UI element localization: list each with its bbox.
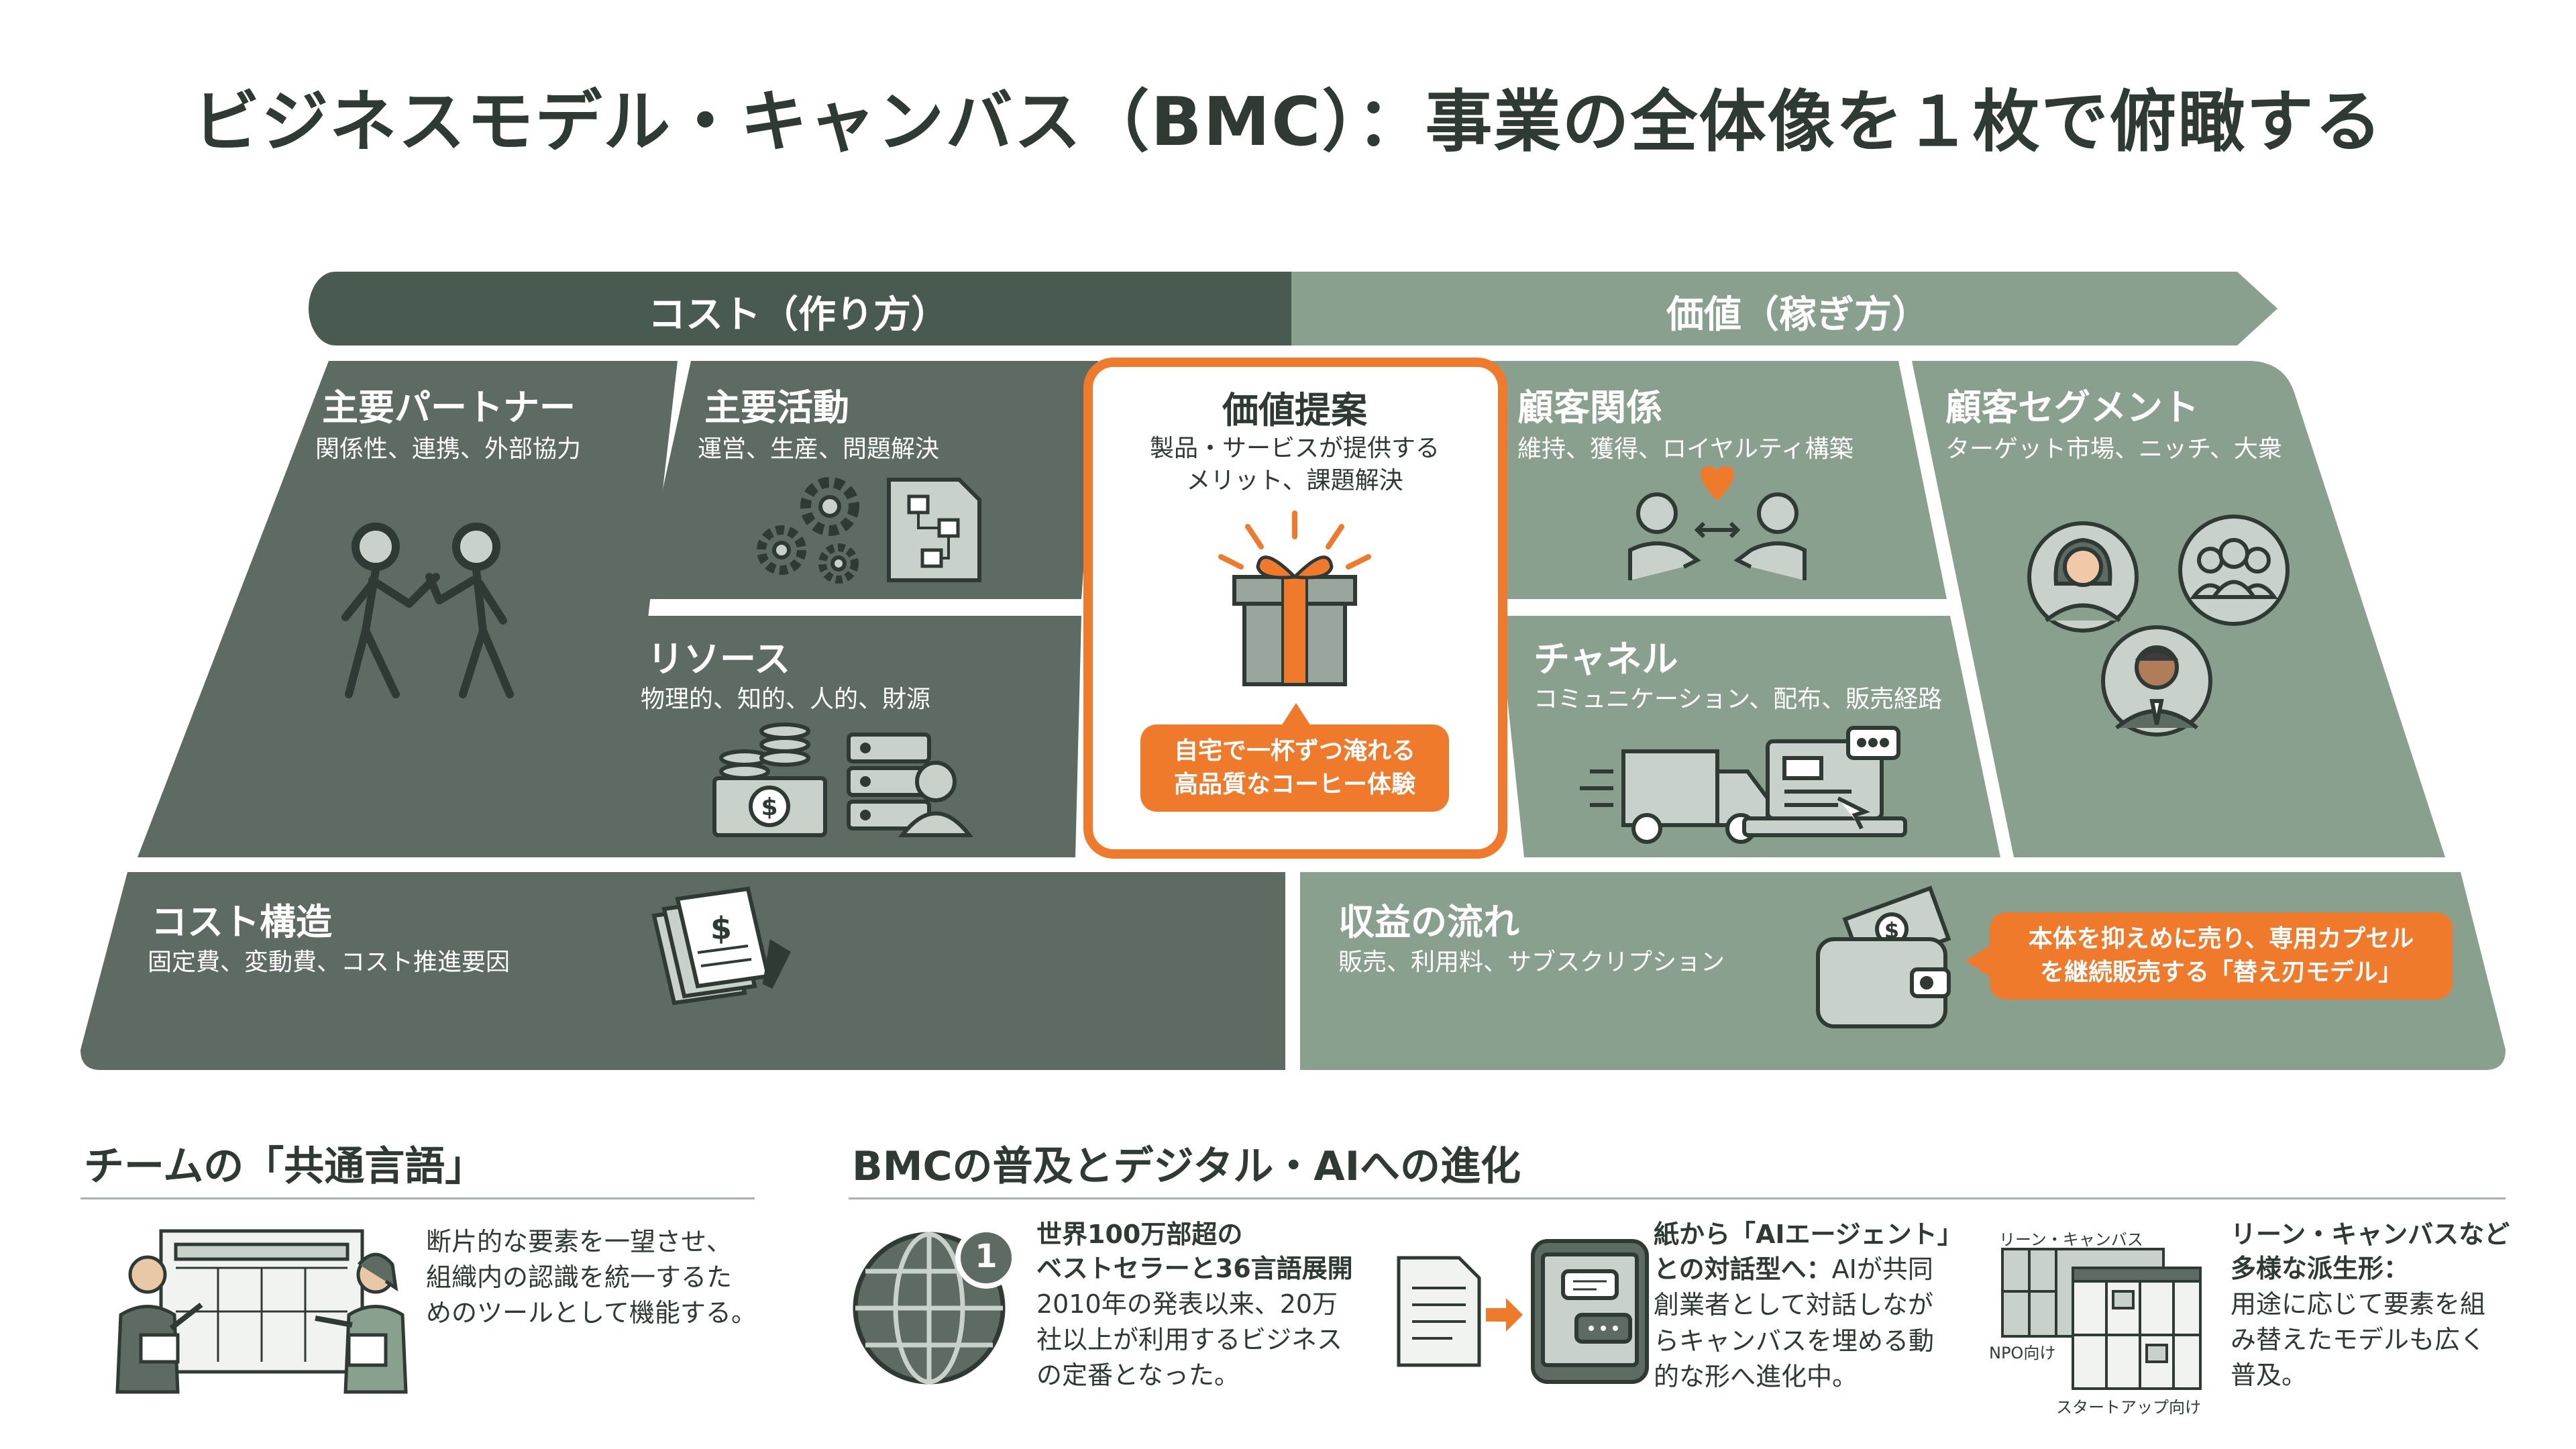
revenue-streams-title: 収益の流れ bbox=[1338, 901, 1519, 943]
paper-document-icon bbox=[1397, 1256, 1481, 1367]
wallet-icon: $ bbox=[1816, 885, 1951, 1028]
heart-people-icon bbox=[1628, 466, 1807, 580]
evolution-item-1-line-2: 社以上が利用するビジネス bbox=[1036, 1324, 1343, 1354]
team-section-title: チームの「共通言語」 bbox=[84, 1143, 486, 1190]
evolution-item-2-bold-1: 紙から「AIエージェント」 bbox=[1654, 1220, 1963, 1249]
tablet-chat-icon bbox=[1531, 1239, 1649, 1384]
revenue-streams-callout-line-1: 本体を抑えめに売り、専用カプセル bbox=[2028, 924, 2414, 953]
evolution-item-3-line-3: 普及。 bbox=[2231, 1360, 2308, 1390]
evolution-item-3-bold-1: リーン・キャンバスなど bbox=[2231, 1220, 2510, 1249]
value-proposition-callout: 自宅で一杯ずつ淹れる 高品質なコーヒー体験 bbox=[1140, 724, 1449, 812]
svg-text:$: $ bbox=[761, 794, 777, 821]
server-user-icon bbox=[847, 733, 974, 837]
key-resources-subtitle: 物理的、知的、人的、財源 bbox=[641, 686, 931, 713]
process-document-icon bbox=[887, 478, 981, 582]
evolution-item-1-line-3: の定番となった。 bbox=[1036, 1360, 1240, 1390]
key-resources-block[interactable] bbox=[584, 616, 1081, 857]
partnership-icon bbox=[341, 523, 514, 698]
evolution-section-title: BMCの普及とデジタル・AIへの進化 bbox=[852, 1143, 1521, 1190]
customer-segments-subtitle: ターゲット市場、ニッチ、大衆 bbox=[1945, 435, 2282, 463]
channels-title: チャネル bbox=[1534, 638, 1678, 680]
customer-segments-title: 顧客セグメント bbox=[1945, 386, 2199, 429]
evolution-item-3-bold-2: 多様な派生形： bbox=[2231, 1254, 2410, 1284]
key-activities-block[interactable] bbox=[639, 361, 1098, 599]
cost-banner-label: コスト（作り方） bbox=[648, 293, 949, 337]
team-section-text-line-1: 断片的な要素を一望させ、 bbox=[426, 1227, 733, 1256]
evolution-item-1-bold-1: 世界100万部超の bbox=[1036, 1220, 1243, 1249]
revenue-streams-callout-line-2: を継続販売する「替え刃モデル」 bbox=[2039, 959, 2402, 986]
rank-badge bbox=[955, 1227, 1017, 1289]
group-icon bbox=[2178, 515, 2290, 626]
gift-box-icon bbox=[1218, 511, 1371, 686]
evolution-section-divider bbox=[849, 1197, 2506, 1199]
gears-icon bbox=[757, 477, 859, 584]
channels-subtitle: コミュニケーション、配布、販売経路 bbox=[1534, 686, 1943, 713]
value-banner-label: 価値（稼ぎ方） bbox=[1666, 293, 1929, 337]
customer-relationships-subtitle: 維持、獲得、ロイヤルティ構築 bbox=[1517, 435, 1854, 463]
team-section-divider bbox=[80, 1197, 755, 1199]
cost-structure-subtitle: 固定費、変動費、コスト推進要因 bbox=[148, 949, 511, 976]
npo-label: NPO向け bbox=[1989, 1344, 2056, 1362]
customer-man-icon bbox=[2101, 625, 2212, 737]
evolution-item-3-line-2: み替えたモデルも広く bbox=[2231, 1324, 2486, 1354]
key-resources-title: リソース bbox=[647, 638, 791, 680]
evolution-item-1: 世界100万部超の ベストセラーと36言語展開 2010年の発表以来、20万 社… bbox=[1036, 1218, 1372, 1393]
customer-woman-icon bbox=[2027, 521, 2139, 633]
invoice-papers-icon: $ bbox=[651, 886, 791, 1006]
team-section-text-line-3: めのツールとして機能する。 bbox=[426, 1298, 757, 1328]
evolution-item-2-line-3: らキャンバスを埋める動 bbox=[1654, 1326, 1935, 1356]
team-section-text: 断片的な要素を一望させ、 組織内の認識を統一するた めのツールとして機能する。 bbox=[426, 1224, 761, 1332]
evolution-item-3: リーン・キャンバスなど 多様な派生形： 用途に応じて要素を組 み替えたモデルも広… bbox=[2231, 1218, 2512, 1393]
value-proposition-callout-line-1: 自宅で一杯ずつ淹れる bbox=[1173, 737, 1415, 765]
svg-text:$: $ bbox=[1884, 918, 1899, 943]
value-proposition-callout-line-2: 高品質なコーヒー体験 bbox=[1173, 771, 1415, 798]
evolution-item-1-bold-2: ベストセラーと36言語展開 bbox=[1036, 1254, 1353, 1284]
svg-text:$: $ bbox=[710, 910, 732, 947]
value-proposition-title: 価値提案 bbox=[1222, 389, 1367, 431]
customer-segments-block[interactable] bbox=[1912, 361, 2445, 857]
evolution-item-2-line-4: 的な形へ進化中。 bbox=[1654, 1361, 1858, 1391]
lean-canvas-label: リーン・キャンバス bbox=[1999, 1230, 2143, 1249]
money-icon: $ bbox=[712, 722, 827, 837]
arrow-right-icon bbox=[1486, 1298, 1523, 1332]
evolution-item-1-line-1: 2010年の発表以来、20万 bbox=[1036, 1289, 1338, 1319]
key-partners-title: 主要パートナー bbox=[322, 386, 576, 429]
revenue-streams-callout: 本体を抑えめに売り、専用カプセル を継続販売する「替え刃モデル」 bbox=[1990, 912, 2453, 1000]
evolution-item-2-line-2: 創業者として対話しなが bbox=[1654, 1290, 1933, 1320]
value-proposition-desc-1: 製品・サービスが提供する bbox=[1149, 435, 1440, 462]
team-section-text-line-2: 組織内の認識を統一するた bbox=[426, 1263, 733, 1293]
key-activities-title: 主要活動 bbox=[704, 386, 849, 429]
key-partners-block[interactable] bbox=[138, 361, 678, 857]
website-chat-icon bbox=[1742, 726, 1907, 837]
revenue-streams-subtitle: 販売、利用料、サブスクリプション bbox=[1338, 949, 1725, 976]
team-meeting-illustration bbox=[115, 1229, 408, 1394]
startup-label: スタートアップ向け bbox=[2056, 1398, 2201, 1417]
page-title: ビジネスモデル・キャンバス（BMC）：事業の全体像を１枚で俯瞰する bbox=[193, 83, 2383, 161]
evolution-item-2-line-1: AIが共同 bbox=[1831, 1254, 1933, 1285]
evolution-item-3-line-1: 用途に応じて要素を組 bbox=[2231, 1289, 2486, 1319]
rank-badge-number: 1 bbox=[975, 1238, 998, 1275]
evolution-item-2: 紙から「AIエージェント」 との対話型へ：AIが共同 創業者として対話しなが ら… bbox=[1654, 1218, 1976, 1395]
cost-structure-title: コスト構造 bbox=[151, 901, 332, 943]
value-proposition-desc-2: メリット、課題解決 bbox=[1186, 467, 1403, 494]
customer-relationships-title: 顧客関係 bbox=[1517, 386, 1662, 429]
cost-value-banner bbox=[309, 272, 2277, 345]
key-activities-subtitle: 運営、生産、問題解決 bbox=[698, 435, 940, 463]
key-partners-subtitle: 関係性、連携、外部協力 bbox=[315, 435, 582, 463]
evolution-item-2-bold-2: との対話型へ： bbox=[1654, 1254, 1832, 1285]
lean-canvas-icon bbox=[2001, 1248, 2202, 1390]
